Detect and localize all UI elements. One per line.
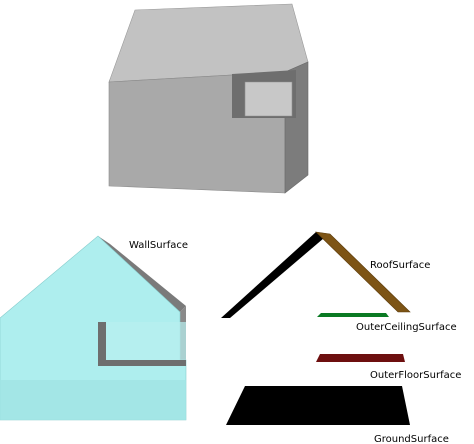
building-model: [108, 3, 309, 194]
wall-surface-model: WallSurface: [0, 235, 188, 421]
roof-surface-label: RoofSurface: [370, 260, 430, 271]
ground-surface-label: GroundSurface: [374, 434, 449, 444]
roof-surface-right: [315, 231, 411, 313]
building-roof-top: [108, 3, 309, 83]
outer-ceiling-surface-label: OuterCeilingSurface: [356, 322, 457, 333]
wall-window-opening: [98, 322, 186, 366]
outer-floor-surface: [316, 354, 405, 362]
roof-and-ground-model: RoofSurface OuterCeilingSurface OuterFlo…: [221, 231, 461, 444]
wall-side-strip: [98, 236, 186, 312]
wall-surface-lower-band: [0, 380, 186, 420]
roof-surface-left: [221, 232, 324, 318]
outer-ceiling-surface: [317, 313, 389, 317]
building-window: [244, 81, 293, 117]
ground-surface: [226, 386, 410, 425]
outer-floor-surface-label: OuterFloorSurface: [370, 370, 461, 381]
wall-window-inner: [106, 322, 186, 360]
wall-surface-label: WallSurface: [129, 240, 188, 251]
